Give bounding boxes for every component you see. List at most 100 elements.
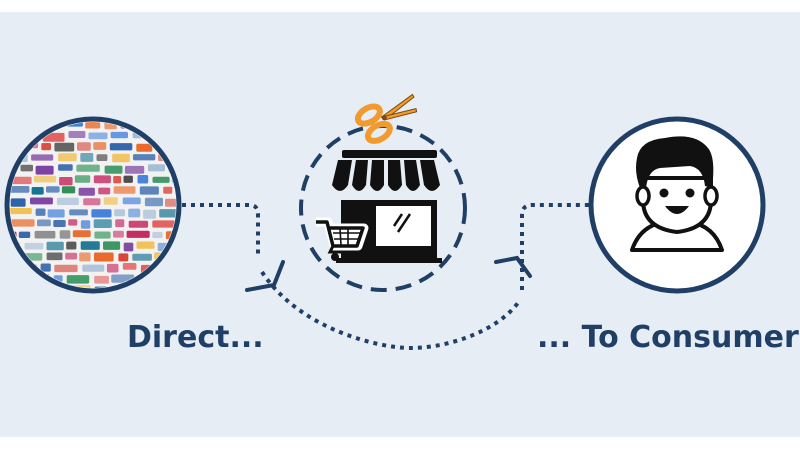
- brand-logo-tile: [110, 131, 128, 139]
- brand-logo-tile: [115, 219, 125, 228]
- brand-logo-tile: [124, 165, 145, 174]
- brand-logo-tile: [33, 175, 57, 183]
- brand-logo-tile: [112, 153, 130, 163]
- brand-logo-tile: [103, 241, 121, 250]
- brand-logo-tile: [79, 252, 91, 262]
- brand-logo-tile: [41, 143, 51, 151]
- brand-logo-tile: [93, 219, 112, 228]
- brand-logo-tile: [98, 187, 111, 195]
- brand-logo-tile: [24, 242, 44, 250]
- brand-logo-tile: [56, 197, 79, 205]
- right-connector-line: [520, 203, 590, 290]
- brand-logo-tile: [65, 252, 78, 260]
- brand-logo-tile: [113, 230, 124, 238]
- brand-logo-tile: [137, 175, 149, 184]
- brand-logo-tile: [88, 132, 108, 140]
- brand-logo-tile: [94, 252, 114, 262]
- brand-logo-tile: [96, 154, 108, 161]
- left-connector-line: [182, 203, 260, 255]
- brand-logo-tile: [144, 197, 163, 207]
- shopping-cart-icon: [316, 217, 369, 261]
- brand-logo-tile: [31, 154, 54, 161]
- brand-logo-tile: [83, 198, 101, 206]
- brand-logo-tile: [66, 275, 90, 284]
- brand-logo-tile: [10, 186, 30, 193]
- brand-logo-tile: [69, 209, 88, 216]
- brand-logo-tile: [94, 231, 111, 239]
- brand-logo-tile: [104, 165, 123, 174]
- brand-logo-tile: [80, 153, 94, 162]
- brand-logo-tile: [53, 220, 66, 227]
- brand-logo-tile: [118, 253, 129, 262]
- brand-logo-tile: [58, 164, 73, 171]
- brand-logo-tile: [147, 164, 165, 172]
- brand-logo-tile: [54, 264, 78, 273]
- brand-logo-tile: [30, 197, 53, 205]
- brand-logo-tile: [152, 220, 175, 228]
- consumer-face-icon: [630, 136, 724, 252]
- brand-logo-tile: [54, 142, 75, 152]
- brand-logo-tile: [122, 197, 141, 205]
- brand-logo-tile: [113, 186, 136, 194]
- brand-logos-collage-icon: [10, 122, 176, 288]
- brand-logo-tile: [68, 131, 86, 138]
- brand-logo-tile: [59, 177, 73, 186]
- brand-logo-tile: [103, 197, 118, 205]
- brand-logo-tile: [46, 252, 63, 261]
- brand-logo-tile: [66, 241, 77, 250]
- brands-circle: [4, 116, 182, 294]
- brand-logo-tile: [59, 230, 71, 239]
- brand-logo-tile: [46, 186, 60, 193]
- brand-logo-tile: [74, 175, 91, 183]
- right-arrowhead-icon: [494, 255, 532, 278]
- to-consumer-label: ... To Consumer: [537, 320, 799, 355]
- brand-logo-tile: [80, 220, 91, 229]
- brand-logo-tile: [76, 164, 100, 172]
- brand-logo-tile: [35, 208, 46, 216]
- brand-logo-tile: [37, 219, 51, 227]
- brand-logo-tile: [93, 142, 107, 150]
- brand-logo-tile: [113, 176, 122, 184]
- brand-logo-tile: [152, 231, 163, 239]
- brand-logo-tile: [47, 209, 65, 218]
- brand-logo-tile: [136, 241, 155, 249]
- brand-logo-tile: [82, 264, 105, 272]
- brand-logo-tile: [18, 231, 31, 238]
- brand-logo-tile: [128, 220, 149, 228]
- brand-logo-tile: [80, 241, 100, 250]
- brand-logo-tile: [10, 198, 26, 207]
- brand-logo-tile: [72, 230, 91, 238]
- brand-logo-tile: [34, 230, 56, 239]
- brand-logo-tile: [91, 209, 112, 218]
- brand-logo-tile: [94, 275, 109, 284]
- brand-logo-tile: [106, 263, 119, 273]
- brand-logo-tile: [78, 187, 95, 196]
- brand-logo-tile: [126, 230, 150, 238]
- brand-logo-tile: [10, 219, 35, 227]
- flow-arrowheads: [245, 255, 532, 292]
- left-arrowhead-icon: [245, 260, 285, 292]
- brand-logo-tile: [20, 164, 33, 172]
- brand-logo-tile: [143, 209, 157, 219]
- brand-logo-tile: [123, 175, 133, 183]
- brand-logo-tile: [68, 219, 78, 226]
- brand-logo-tile: [165, 198, 176, 207]
- brand-logo-tile: [159, 209, 176, 218]
- brand-logo-tile: [46, 241, 64, 251]
- brand-logo-tile: [128, 208, 141, 218]
- brand-logo-tile: [61, 186, 76, 194]
- brand-logo-tile: [35, 165, 54, 175]
- bottom-arc-connector: [260, 270, 522, 351]
- brand-logo-tile: [77, 142, 91, 151]
- brand-logo-tile: [31, 187, 44, 195]
- flow-connector: [182, 203, 590, 351]
- brand-logo-tile: [132, 253, 152, 261]
- brand-logo-tile: [40, 263, 51, 272]
- brand-logo-tile: [163, 186, 173, 194]
- brand-logo-tile: [139, 186, 159, 195]
- brand-logo-tile: [152, 176, 170, 183]
- store-circle: [299, 93, 467, 292]
- scissors-icon: [354, 93, 418, 144]
